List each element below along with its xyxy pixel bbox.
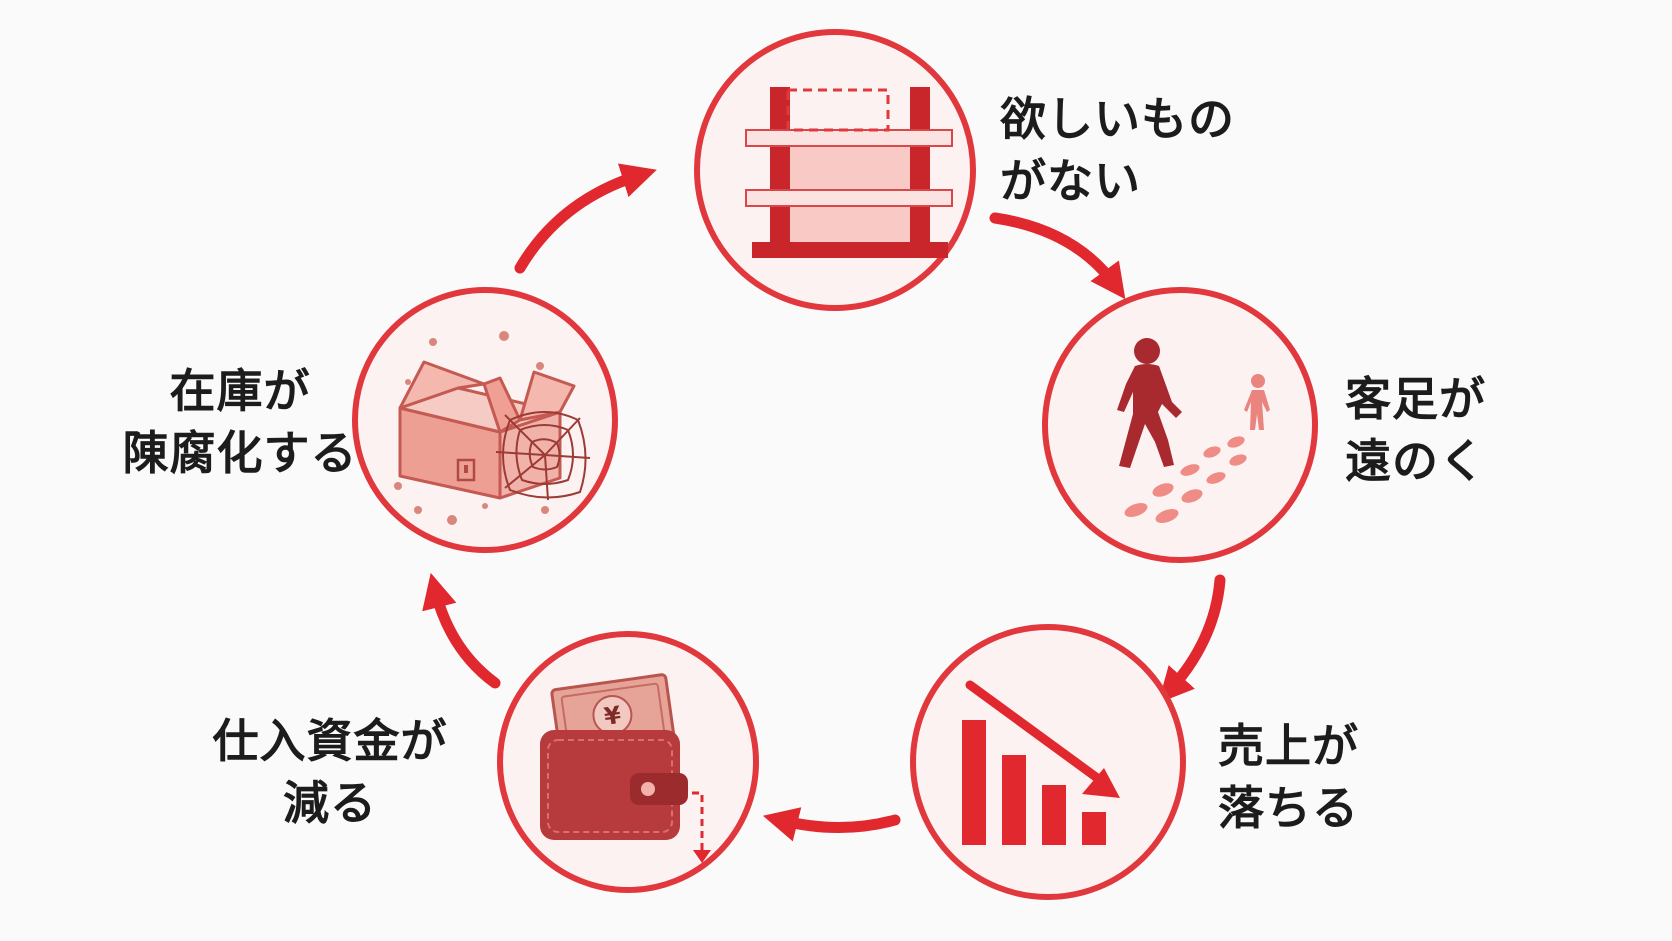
step-label-2-line2: 遠のく [1345, 434, 1486, 488]
step-circle-5 [352, 287, 618, 553]
declining-bar-chart-icon [962, 680, 1120, 845]
arrow-stock-to-shelf [514, 163, 657, 274]
arrow-sales-to-funds [762, 807, 901, 842]
step-label-3-line2: 落ちる [1218, 781, 1359, 835]
step-label-5-line1: 在庫が [169, 364, 311, 418]
arrow-funds-to-stock [422, 572, 501, 689]
arrow-customer-to-sales [1158, 574, 1226, 704]
empty-shelf-icon [745, 87, 953, 258]
walking-customer-icon [1117, 338, 1270, 523]
wallet-icon: ¥ [540, 673, 711, 863]
step-label-1: 欲しいもの がない [1000, 88, 1235, 212]
step-label-3: 売上が 落ちる [1218, 715, 1359, 839]
cobweb-icon [495, 411, 591, 501]
step-circle-4: ¥ [497, 631, 759, 893]
step-label-4-line2: 減る [283, 776, 377, 830]
step-label-3-line1: 売上が [1218, 719, 1359, 773]
step-label-1-line1: 欲しいもの [1000, 92, 1235, 146]
step-label-5-line2: 陳腐化する [122, 426, 358, 480]
step-circle-3 [910, 624, 1186, 900]
cobweb-box-icon [394, 331, 591, 525]
step-label-4: 仕入資金が 減る [200, 710, 460, 834]
step-label-4-line1: 仕入資金が [212, 714, 448, 768]
step-circle-1 [694, 29, 976, 311]
step-label-1-line2: がない [1000, 154, 1141, 208]
dust-particles [394, 331, 549, 525]
arrow-shelf-to-customer [989, 212, 1126, 300]
cycle-arrows [422, 163, 1226, 842]
yen-symbol: ¥ [602, 701, 623, 731]
step-label-5: 在庫が 陳腐化する [120, 360, 360, 484]
step-circle-2 [1042, 287, 1318, 563]
step-label-2: 客足が 遠のく [1345, 368, 1486, 492]
step-label-2-line1: 客足が [1345, 372, 1486, 426]
